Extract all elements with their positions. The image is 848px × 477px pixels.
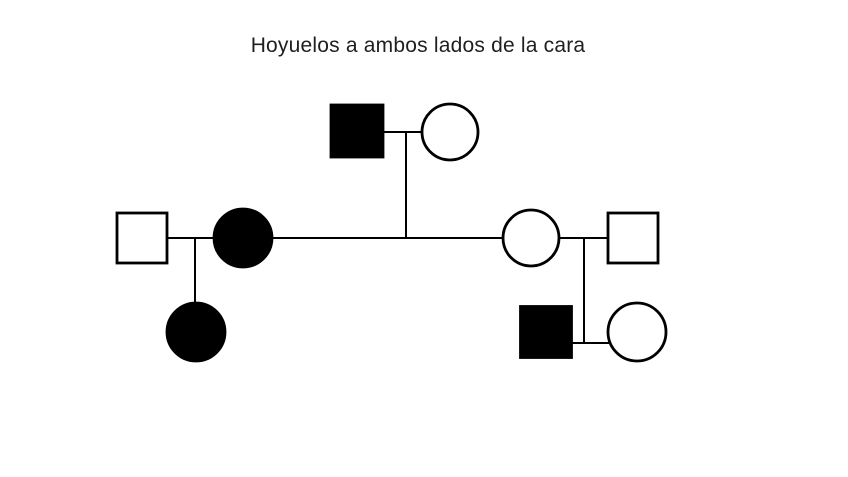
chart-title: Hoyuelos a ambos lados de la cara bbox=[250, 34, 586, 57]
person-gen2-left-male-symbol bbox=[115, 211, 169, 265]
person-gen2-right-female-symbol bbox=[501, 208, 561, 268]
person-gen2-right-male-symbol bbox=[606, 211, 660, 265]
person-gen3-left-female-affected-symbol bbox=[165, 301, 227, 363]
person-gen3-right-female-symbol bbox=[606, 301, 668, 363]
person-gen3-right-male-affected-symbol bbox=[519, 305, 573, 359]
person-gen2-female-affected-symbol bbox=[212, 207, 274, 269]
person-gen1-male-affected-symbol bbox=[329, 103, 385, 159]
person-gen1-female-symbol bbox=[420, 102, 480, 162]
